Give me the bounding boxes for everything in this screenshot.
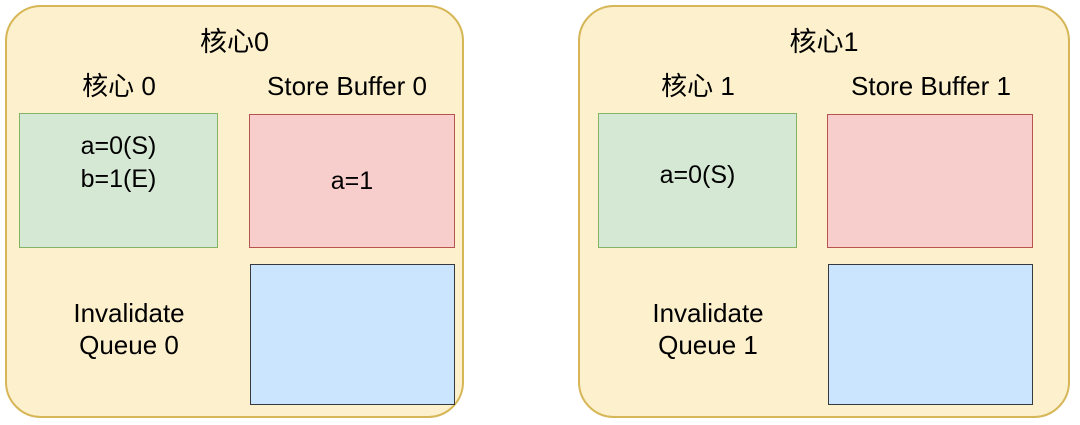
core-card-1-title: 核心1: [789, 27, 859, 57]
store-buffer-box-1: [827, 114, 1033, 248]
invalidate-queue-caption-0-line1: Invalidate: [73, 298, 185, 328]
invalidate-queue-caption-0: Invalidate Queue 0: [19, 297, 239, 361]
cache-line-1-0: a=0(S): [659, 161, 736, 189]
core-card-0-title: 核心0: [199, 27, 270, 57]
invalidate-queue-caption-1-line2: Queue 1: [658, 330, 758, 360]
invalidate-queue-box-0: [250, 264, 455, 405]
cache-caption-0: 核心 0: [82, 71, 156, 101]
cache-line-0-0: a=0(S): [80, 132, 157, 160]
cache-box-1: a=0(S): [598, 113, 797, 248]
cache-caption-1: 核心 1: [661, 71, 735, 101]
store-buffer-caption-1: Store Buffer 1: [851, 71, 1011, 101]
store-buffer-caption-0: Store Buffer 0: [267, 71, 427, 101]
cache-box-0: a=0(S) b=1(E): [19, 113, 218, 248]
invalidate-queue-caption-1: Invalidate Queue 1: [598, 297, 818, 361]
store-buffer-box-0: a=1: [249, 114, 455, 248]
invalidate-queue-caption-1-line1: Invalidate: [652, 298, 764, 328]
cache-line-0-1: b=1(E): [80, 165, 157, 193]
store-buffer-entry-0-0: a=1: [330, 166, 374, 195]
invalidate-queue-caption-0-line2: Queue 0: [79, 330, 179, 360]
cache-box-1-content: a=0(S): [660, 159, 736, 192]
invalidate-queue-box-1: [828, 264, 1033, 405]
